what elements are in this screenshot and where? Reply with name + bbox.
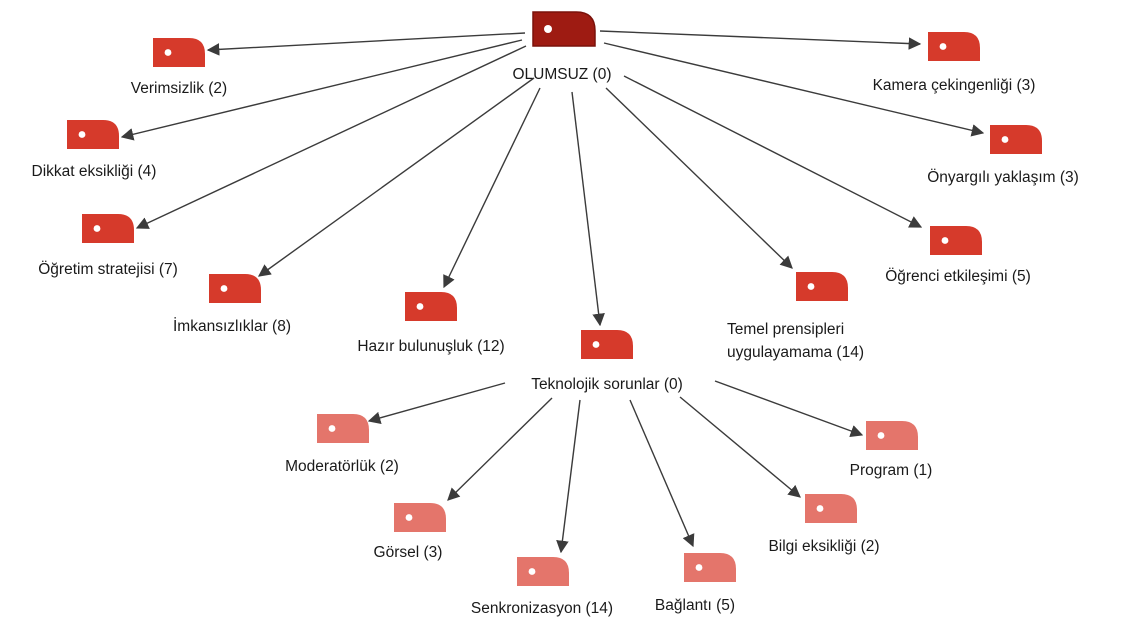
code-dot <box>164 49 172 56</box>
code-icon <box>394 503 446 532</box>
code-icon <box>805 494 857 523</box>
edge-olumsuz-to-ogretim <box>135 45 527 229</box>
node-label-hazir-bulunusluk: Hazır bulunuşluk (12) <box>357 338 504 355</box>
node-label-senkronizasyon: Senkronizasyon (14) <box>471 600 613 617</box>
code-icon <box>405 292 457 321</box>
node-baglanti[interactable]: Bağlantı (5) <box>655 553 736 614</box>
code-dot <box>877 432 885 439</box>
node-label-dikkat-eksikligi: Dikkat eksikliği (4) <box>32 163 157 180</box>
node-verimsizlik[interactable]: Verimsizlik (2) <box>131 38 227 97</box>
node-label-ogretim-stratejisi: Öğretim stratejisi (7) <box>38 260 178 278</box>
node-ogrenci-etkilesimi[interactable]: Öğrenci etkileşimi (5) <box>885 226 1031 285</box>
code-dot <box>416 303 424 310</box>
code-dot <box>695 564 703 571</box>
code-dot <box>807 283 815 290</box>
edge-olumsuz-to-onyargili <box>603 42 985 137</box>
edge-teknolojik-to-program <box>714 380 864 438</box>
edge-olumsuz-to-teknolojik <box>571 91 605 327</box>
code-icon <box>317 414 369 443</box>
code-icon <box>930 226 982 255</box>
root-code-dot <box>544 25 552 33</box>
code-dot <box>941 237 949 244</box>
code-dot <box>328 425 336 432</box>
code-icon <box>82 214 134 243</box>
node-teknolojik-sorunlar[interactable]: Teknolojik sorunlar (0) <box>531 330 683 393</box>
node-label-ogrenci-etkilesimi: Öğrenci etkileşimi (5) <box>885 267 1031 285</box>
code-icon <box>153 38 205 67</box>
edge-teknolojik-to-senkronizasyon <box>556 399 581 554</box>
edge-olumsuz-to-temel <box>605 87 793 269</box>
code-icon <box>209 274 261 303</box>
node-label-teknolojik-sorunlar: Teknolojik sorunlar (0) <box>531 376 683 393</box>
code-dot <box>405 514 413 521</box>
edge-teknolojik-to-baglanti <box>629 399 695 548</box>
code-icon <box>581 330 633 359</box>
node-label-gorsel: Görsel (3) <box>374 544 443 561</box>
code-icon <box>796 272 848 301</box>
code-icon <box>517 557 569 586</box>
edge-teknolojik-to-moderatorluk <box>367 382 506 425</box>
node-ogretim-stratejisi[interactable]: Öğretim stratejisi (7) <box>38 214 178 278</box>
edge-teknolojik-to-gorsel <box>447 397 553 501</box>
node-moderatorluk[interactable]: Moderatörlük (2) <box>285 414 399 475</box>
code-dot <box>1001 136 1009 143</box>
code-dot <box>93 225 101 232</box>
code-icon <box>990 125 1042 154</box>
edge-olumsuz-to-imkansizliklar <box>257 77 535 277</box>
code-dot <box>78 131 86 138</box>
node-bilgi-eksikligi[interactable]: Bilgi eksikliği (2) <box>768 494 880 555</box>
edges-layer <box>120 30 985 554</box>
edge-olumsuz-to-kamera <box>599 30 922 50</box>
node-program[interactable]: Program (1) <box>850 421 933 479</box>
node-olumsuz[interactable]: OLUMSUZ (0) <box>512 11 612 83</box>
node-label-baglanti: Bağlantı (5) <box>655 597 735 614</box>
node-kamera-cekingenligi[interactable]: Kamera çekingenliği (3) <box>873 32 1036 94</box>
node-senkronizasyon[interactable]: Senkronizasyon (14) <box>471 557 613 617</box>
node-imkansizliklar[interactable]: İmkansızlıklar (8) <box>173 274 291 335</box>
node-label-imkansizliklar: İmkansızlıklar (8) <box>173 317 291 335</box>
edge-olumsuz-to-hazir <box>443 87 541 289</box>
edge-olumsuz-to-ogrenci <box>623 75 923 228</box>
code-dot <box>592 341 600 348</box>
node-label-temel-line2: uygulayamama (14) <box>727 344 864 361</box>
root-code-icon <box>532 11 596 47</box>
code-dot <box>816 505 824 512</box>
edge-teknolojik-to-bilgi <box>679 396 801 498</box>
edge-olumsuz-to-verimsizlik <box>206 32 526 56</box>
node-hazir-bulunusluk[interactable]: Hazır bulunuşluk (12) <box>357 292 505 355</box>
node-gorsel[interactable]: Görsel (3) <box>374 503 446 561</box>
node-label-olumsuz: OLUMSUZ (0) <box>512 66 611 83</box>
node-dikkat-eksikligi[interactable]: Dikkat eksikliği (4) <box>32 120 157 180</box>
edge-olumsuz-to-dikkat <box>120 39 523 141</box>
node-label-onyargili-yaklasim: Önyargılı yaklaşım (3) <box>927 168 1079 186</box>
node-label-moderatorluk: Moderatörlük (2) <box>285 458 399 475</box>
code-dot <box>220 285 228 292</box>
node-onyargili-yaklasim[interactable]: Önyargılı yaklaşım (3) <box>927 125 1079 186</box>
node-label-temel-line1: Temel prensipleri <box>727 321 844 338</box>
code-icon <box>866 421 918 450</box>
node-label-verimsizlik: Verimsizlik (2) <box>131 80 227 97</box>
node-temel-prensipleri[interactable]: Temel prensipleri uygulayamama (14) <box>727 272 864 361</box>
code-icon <box>928 32 980 61</box>
node-label-kamera-cekingenligi: Kamera çekingenliği (3) <box>873 77 1036 94</box>
code-dot <box>939 43 947 50</box>
code-icon <box>67 120 119 149</box>
code-icon <box>684 553 736 582</box>
node-label-bilgi-eksikligi: Bilgi eksikliği (2) <box>768 538 879 555</box>
node-label-program: Program (1) <box>850 462 933 479</box>
code-dot <box>528 568 536 575</box>
